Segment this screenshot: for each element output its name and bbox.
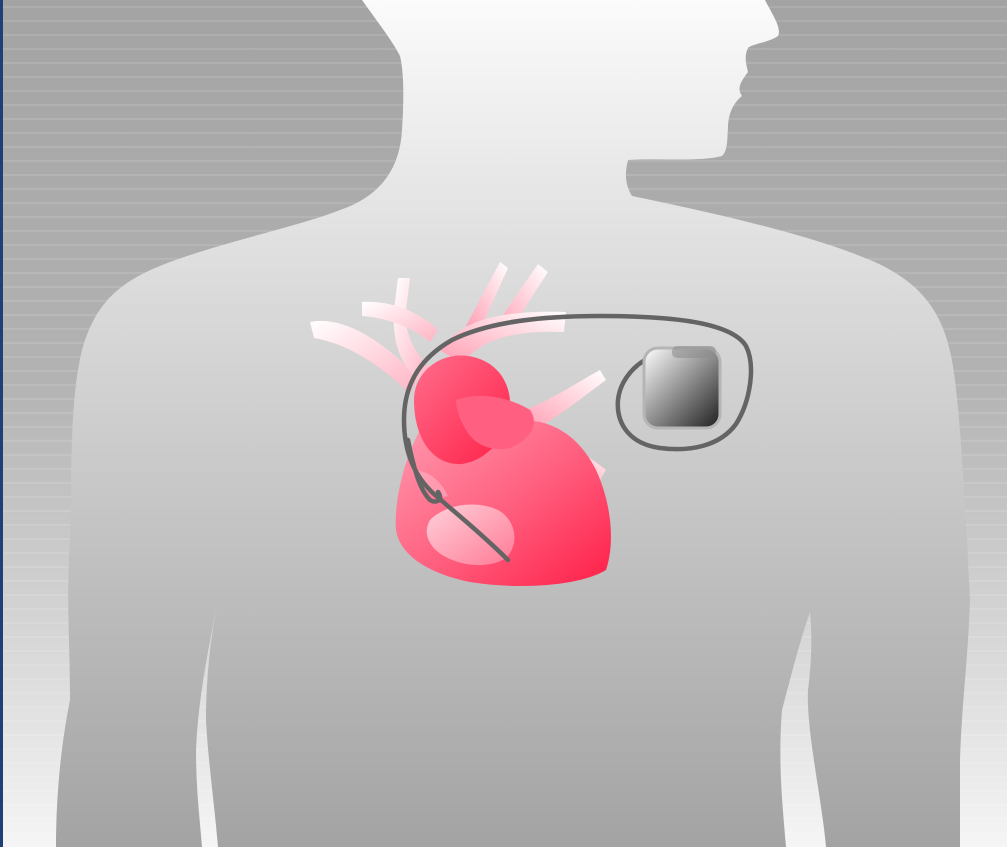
- pacemaker-header: [672, 346, 716, 358]
- left-edge-bar: [0, 0, 3, 847]
- pacemaker-device-icon: [644, 346, 720, 428]
- pacemaker-casing: [644, 348, 720, 428]
